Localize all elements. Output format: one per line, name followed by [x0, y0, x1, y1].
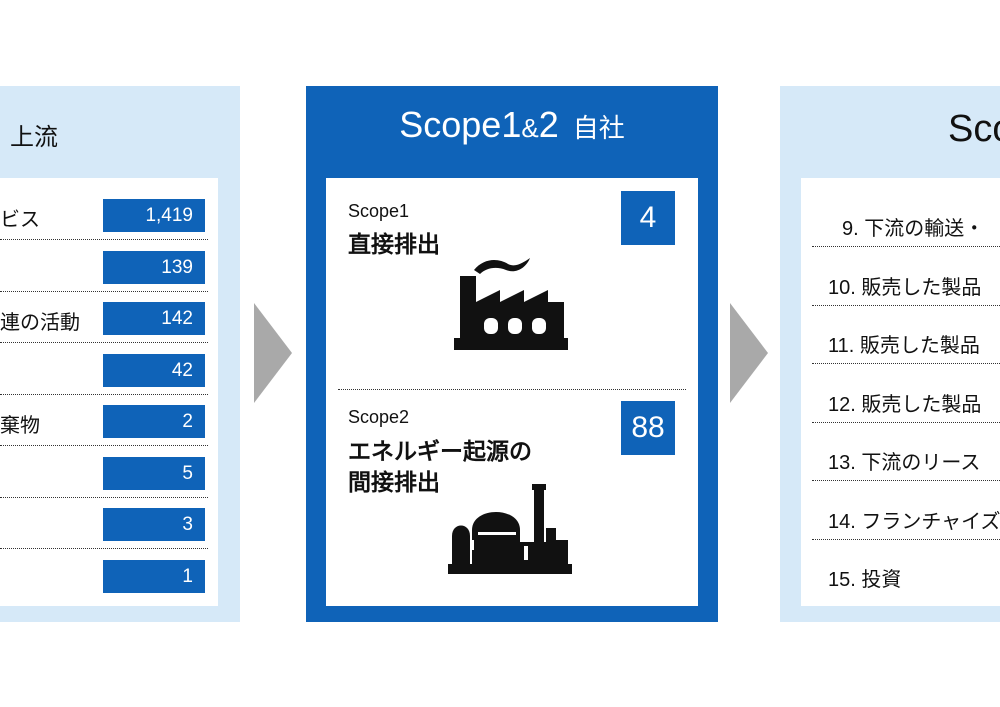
row-divider [0, 496, 208, 498]
row-divider [812, 538, 1000, 540]
factory-icon [454, 258, 568, 350]
scope2-label: Scope2 [348, 407, 410, 427]
arrow-right-icon [730, 303, 768, 403]
row-divider [0, 290, 208, 292]
scope-divider [338, 389, 686, 390]
scope2-name-line2: 間接排出 [348, 469, 440, 495]
upstream-row-value: 142 [103, 302, 205, 335]
upstream-row-label: 連の活動 [0, 312, 80, 334]
downstream-row-label: 11. 販売した製品 [828, 335, 980, 357]
scope12-title-num: 2 [538, 104, 559, 145]
row-divider [812, 480, 1000, 481]
power-plant-icon [448, 484, 572, 574]
upstream-row-label: ビス [0, 209, 40, 231]
upstream-row-value: 139 [103, 250, 205, 284]
row-divider [812, 246, 1000, 247]
upstream-row-value: 1 [103, 559, 205, 593]
downstream-row-label: 15. 投資 [828, 569, 902, 591]
arrow-right-icon [254, 303, 292, 403]
row-divider [0, 445, 208, 446]
upstream-list [0, 178, 218, 606]
upstream-row-value: 5 [103, 456, 205, 490]
scope1-name: 直接排出 [348, 231, 440, 257]
scope2-value: 88 [621, 401, 675, 455]
downstream-title: Sco [948, 108, 1000, 150]
upstream-title: 上流 [10, 124, 58, 151]
scope12-title-jp: 自社 [572, 113, 625, 143]
row-divider [812, 363, 1000, 364]
downstream-list [801, 178, 1000, 606]
downstream-row-label: 9. 下流の輸送・ [842, 218, 985, 240]
row-divider [812, 304, 1000, 306]
scope12-title: Scope1&2 自社 [306, 104, 718, 146]
row-divider [812, 421, 1000, 423]
row-divider [0, 342, 208, 343]
scope2-name-line1: エネルギー起源の [348, 438, 532, 464]
scope1-label: Scope1 [348, 201, 410, 221]
row-divider [0, 393, 208, 395]
upstream-row-value: 2 [103, 405, 205, 438]
upstream-row-value: 3 [103, 508, 205, 541]
downstream-row-label: 12. 販売した製品 [828, 393, 982, 416]
upstream-row-value: 42 [103, 353, 205, 387]
scope12-title-main: Scope1 [399, 104, 522, 145]
row-divider [0, 548, 208, 549]
downstream-row-label: 10. 販売した製品 [828, 276, 982, 299]
scope12-title-amp: & [521, 113, 539, 143]
row-divider [0, 239, 208, 240]
upstream-row-label: 棄物 [0, 415, 40, 437]
upstream-row-value: 1,419 [103, 199, 205, 232]
downstream-row-label: 13. 下流のリース [828, 452, 981, 474]
downstream-row-label: 14. フランチャイズ [828, 510, 1000, 533]
scope1-value: 4 [621, 191, 675, 245]
